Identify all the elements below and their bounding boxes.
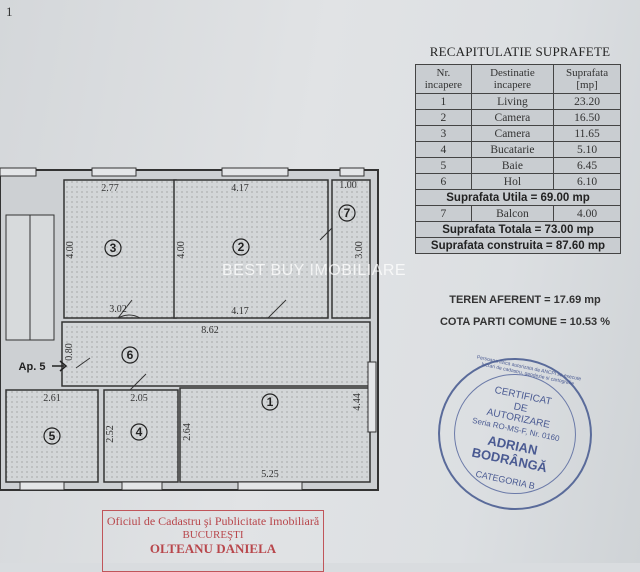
entrance-label: Ap. 5 [19,361,46,373]
cell: 2 [415,109,472,126]
cell: Camera [470,109,555,126]
cell: 16.50 [553,109,621,126]
page-number: 1 [6,4,13,19]
dim-label: 4.00 [65,241,76,259]
cell: Balcon [470,205,555,222]
cell: 6.10 [553,173,621,190]
surface-table: Nr. incapere Destinatie incapere Suprafa… [415,64,621,254]
office-name: Oficiul de Cadastru şi Publicitate Imobi… [106,514,320,528]
cell: Hol [470,173,555,190]
room-number: 3 [110,241,117,255]
dim-label: 2.61 [43,393,61,404]
room-number: 5 [49,429,56,443]
room-1 [179,387,371,483]
cell: Baie [470,157,555,174]
room-number: 1 [267,395,274,409]
land-area: TEREN AFERENT = 17.69 mp [449,294,601,306]
room-number: 6 [127,348,134,362]
watermark: BEST BUY IMOBILIARE [222,262,407,279]
cell: 1 [415,93,472,110]
dim-label: 4.17 [231,183,249,194]
room-number: 2 [238,240,245,254]
cell: 3 [415,125,472,142]
common-share: COTA PARTI COMUNE = 10.53 % [439,316,611,328]
cell: 4.00 [553,205,621,222]
stairs [5,214,55,341]
room-6 [61,321,371,387]
column-header: Destinatie incapere [470,64,555,94]
entrance-arrow-icon [52,360,68,372]
room-number: 7 [344,206,351,220]
total-area: Suprafata Totala = 73.00 mp [415,221,621,238]
dim-label: 3.02 [109,304,127,315]
room-2 [173,179,329,319]
cell: 7 [415,205,472,222]
room-3 [63,179,177,319]
dim-label: 2.64 [182,423,193,441]
column-header: Suprafata [mp] [553,64,621,94]
dim-label: 8.62 [201,325,219,336]
room-5 [5,389,99,483]
cell: Bucatarie [470,141,555,158]
cell: Living [470,93,555,110]
room-number: 4 [136,425,143,439]
officer-name: OLTEANU DANIELA [149,541,277,556]
column-header: Nr. incapere [415,64,472,94]
room-7 [331,179,371,319]
cell: 11.65 [553,125,621,142]
dim-label: 4.44 [352,393,363,411]
cell: 6.45 [553,157,621,174]
cell: 6 [415,173,472,190]
room-4 [103,389,179,483]
total-row: Suprafata Utila = 69.00 mp [415,189,621,206]
dim-label: 2.77 [101,183,119,194]
dim-label: 5.25 [261,469,279,480]
dim-label: 0.80 [64,343,75,361]
dim-label: 2.05 [130,393,148,404]
office-city: BUCUREŞTI [182,529,244,541]
cell: 5.10 [553,141,621,158]
summary-title: RECAPITULATIE SUPRAFETE [429,44,611,59]
total-row: Suprafata Totala = 73.00 mp [415,221,621,238]
cell: Camera [470,125,555,142]
dim-label: 1.00 [339,180,357,191]
dim-label: 4.00 [176,241,187,259]
dim-label: 4.17 [231,306,249,317]
dim-label: 2.52 [105,425,116,443]
dim-label: 3.00 [354,241,365,259]
built-area: Suprafata construita = 87.60 mp [415,237,621,254]
cell: 23.20 [553,93,621,110]
surface-summary: RECAPITULATIE SUPRAFETE Nr. incapere Des… [415,44,625,254]
total-row: Suprafata construita = 87.60 mp [415,237,621,254]
cell: 4 [415,141,472,158]
cell: 5 [415,157,472,174]
usable-area: Suprafata Utila = 69.00 mp [415,189,621,206]
